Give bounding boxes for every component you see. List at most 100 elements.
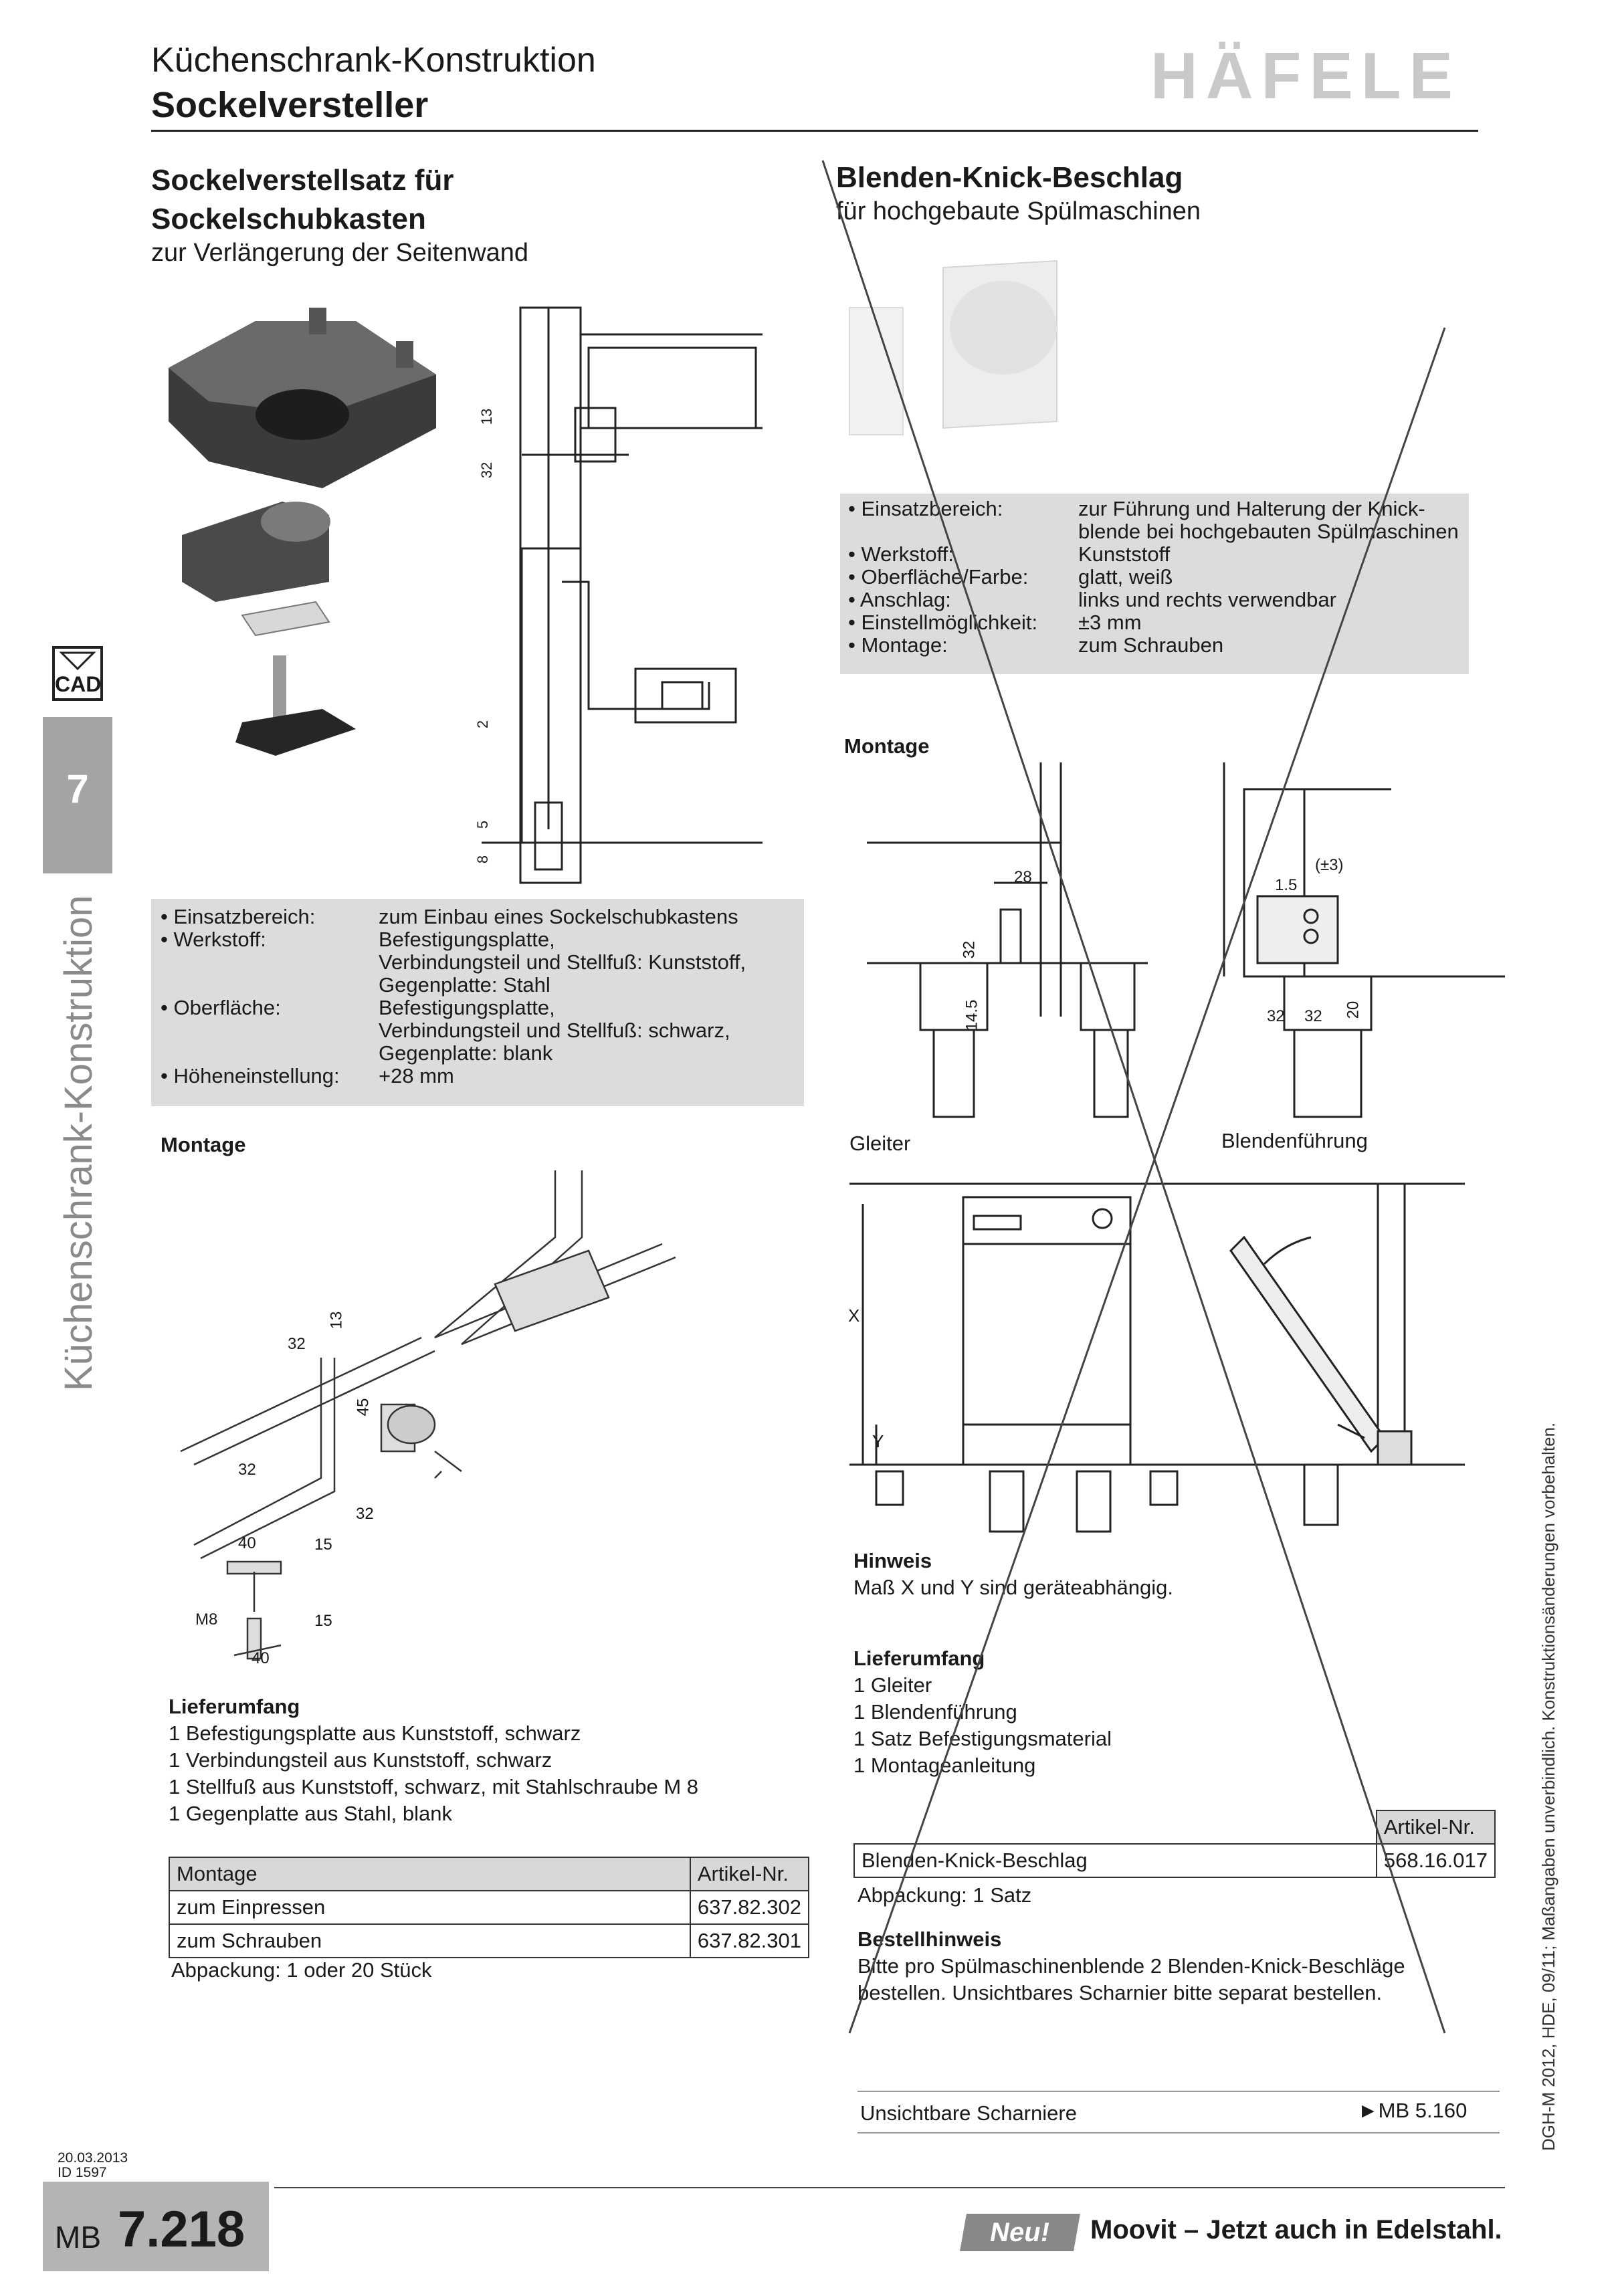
brand-logo: HÄFELE (1150, 39, 1461, 112)
dishwasher-drawing (849, 1182, 1465, 1533)
cad-label: CAD (55, 672, 102, 696)
blende-dim-32-a: 32 (1267, 1007, 1285, 1025)
left-packaging: Abpackung: 1 oder 20 Stück (171, 1958, 432, 1982)
caption-blendenfuehrung: Blendenführung (1221, 1129, 1368, 1152)
mb-prefix: MB (55, 2220, 101, 2255)
blende-dim-pm3: (±3) (1315, 856, 1344, 874)
left-assembly-drawing (180, 1170, 676, 1660)
spec-row: • Werkstoff:Kunststoff (848, 542, 1171, 566)
blende-dim-32-b: 32 (1304, 1007, 1322, 1025)
left-spec-box: • Einsatzbereich:zum Einbau eines Sockel… (151, 899, 804, 1106)
dim-y: Y (872, 1431, 884, 1451)
right-lieferumfang-item: 1 Gleiter (853, 1673, 932, 1697)
section-tab (43, 717, 112, 873)
assembly-dim-32-right: 32 (356, 1505, 374, 1523)
assembly-dim-45: 45 (354, 1398, 373, 1417)
assembly-dim-15-bottom: 15 (314, 1612, 332, 1630)
left-title-line2: Sockelschubkasten (151, 203, 426, 235)
table-header-montage: Montage (169, 1857, 691, 1891)
table-header-artikel: Artikel-Nr. (689, 1857, 810, 1891)
sockelversteller-product-image (169, 308, 436, 756)
left-dim-32: 32 (478, 461, 496, 479)
neu-badge: Neu! (960, 2214, 1080, 2251)
right-title: Blenden-Knick-Beschlag (836, 161, 1183, 194)
left-title-line1: Sockelverstellsatz für (151, 164, 454, 197)
spec-row: • Werkstoff:Befestigungsplatte, (161, 928, 555, 951)
left-dim-13: 13 (478, 408, 496, 425)
assembly-dim-32-top: 32 (288, 1335, 306, 1353)
left-lieferumfang-item: 1 Befestigungsplatte aus Kunststoff, sch… (169, 1721, 581, 1745)
left-subtitle: zur Verlängerung der Seitenwand (151, 239, 529, 267)
assembly-dim-32-left: 32 (238, 1461, 256, 1479)
table-row[interactable]: zum Einpressen 637.82.302 (169, 1890, 810, 1925)
dim-x: X (848, 1306, 860, 1326)
spec-row: Gegenplatte: Stahl (379, 973, 550, 997)
hinweis-title: Hinweis (853, 1549, 932, 1572)
crossref-rule-top (857, 2091, 1500, 2092)
crossref-link[interactable]: ►MB 5.160 (1358, 2099, 1468, 2122)
caption-gleiter: Gleiter (849, 1132, 911, 1155)
right-lieferumfang-item: 1 Satz Befestigungsmaterial (853, 1727, 1112, 1750)
right-lieferumfang-item: 1 Blendenführung (853, 1700, 1017, 1724)
gleiter-drawing (867, 762, 1148, 1118)
right-montage-title: Montage (844, 734, 930, 758)
crossref-rule-bottom (857, 2132, 1500, 2133)
left-lieferumfang-item: 1 Stellfuß aus Kunststoff, schwarz, mit … (169, 1775, 698, 1798)
spec-row: blende bei hochgebauten Spülmaschinen (1078, 520, 1459, 543)
header-rule (151, 130, 1478, 132)
page-title: Sockelversteller (151, 85, 429, 125)
cad-icon[interactable]: CAD (52, 646, 103, 701)
right-article-table: Artikel-Nr. Blenden-Knick-Beschlag 568.1… (853, 1810, 1496, 1878)
spec-row: Verbindungsteil und Stellfuß: Kunststoff… (379, 950, 746, 974)
left-dim-5: 5 (474, 820, 492, 829)
table-row[interactable]: Blenden-Knick-Beschlag 568.16.017 (853, 1843, 1496, 1878)
left-montage-title: Montage (161, 1133, 246, 1156)
disclaimer: DGH-M 2012, HDE, 09/11; Maßangaben unver… (1538, 1422, 1558, 2151)
promo-text[interactable]: Moovit – Jetzt auch in Edelstahl. (1090, 2215, 1502, 2245)
left-lieferumfang-item: 1 Verbindungsteil aus Kunststoff, schwar… (169, 1748, 552, 1772)
spec-row: Verbindungsteil und Stellfuß: schwarz, (379, 1019, 730, 1042)
left-lieferumfang-title: Lieferumfang (169, 1695, 300, 1718)
spec-row: Gegenplatte: blank (379, 1041, 553, 1065)
crossout-lines (821, 160, 1446, 2034)
spec-row: • Einstellmöglichkeit:±3 mm (848, 611, 1142, 634)
left-article-table: Montage Artikel-Nr. zum Einpressen 637.8… (169, 1857, 810, 1958)
mb-number: 7.218 (118, 2201, 245, 2258)
right-spec-box: • Einsatzbereich:zur Führung und Halteru… (840, 494, 1469, 674)
spec-row: • Einsatzbereich:zur Führung und Halteru… (848, 497, 1425, 520)
spec-row: • Oberfläche/Farbe:glatt, weiß (848, 565, 1173, 589)
spec-row: • Einsatzbereich:zum Einbau eines Sockel… (161, 905, 738, 928)
vertical-section-label: Küchenschrank-Konstruktion (57, 895, 100, 1391)
spec-row: • Höheneinstellung:+28 mm (161, 1064, 454, 1087)
hinweis-text: Maß X und Y sind geräteabhängig. (853, 1576, 1173, 1599)
cad-triangle-icon (59, 651, 96, 671)
assembly-dim-40-top: 40 (238, 1534, 256, 1552)
section-number: 7 (66, 766, 89, 811)
assembly-dim-40-bottom: 40 (251, 1649, 270, 1667)
right-subtitle: für hochgebaute Spülmaschinen (836, 197, 1201, 225)
table-header-row: Artikel-Nr. (854, 1810, 1496, 1845)
footer-date: 20.03.2013 (58, 2150, 128, 2166)
table-header-row: Montage Artikel-Nr. (169, 1857, 810, 1891)
mb-box (43, 2182, 269, 2271)
left-dim-2: 2 (474, 720, 492, 729)
bestell-line1: Bitte pro Spülmaschinenblende 2 Blenden-… (857, 1954, 1405, 1978)
spec-row: • Montage:zum Schrauben (848, 633, 1224, 657)
gleiter-dim-28: 28 (1014, 868, 1032, 886)
table-row[interactable]: zum Schrauben 637.82.301 (169, 1923, 810, 1958)
right-lieferumfang-item: 1 Montageanleitung (853, 1754, 1036, 1777)
right-packaging: Abpackung: 1 Satz (857, 1883, 1032, 1907)
assembly-dim-13: 13 (327, 1311, 346, 1330)
footer-id: ID 1597 (58, 2165, 107, 2180)
footer-rule (274, 2187, 1505, 2188)
spec-row: • Oberfläche:Befestigungsplatte, (161, 996, 555, 1019)
assembly-dim-m8: M8 (195, 1610, 218, 1629)
right-lieferumfang-title: Lieferumfang (853, 1647, 985, 1670)
header-category: Küchenschrank-Konstruktion (151, 41, 596, 80)
table-header-artikel: Artikel-Nr. (1375, 1810, 1496, 1845)
left-section-drawing (482, 306, 763, 884)
bestell-line2: bestellen. Unsichtbares Scharnier bitte … (857, 1981, 1383, 2004)
crossref-label[interactable]: Unsichtbare Scharniere (860, 2101, 1077, 2125)
spec-row: • Anschlag:links und rechts verwendbar (848, 588, 1336, 611)
left-dim-8: 8 (474, 855, 492, 864)
